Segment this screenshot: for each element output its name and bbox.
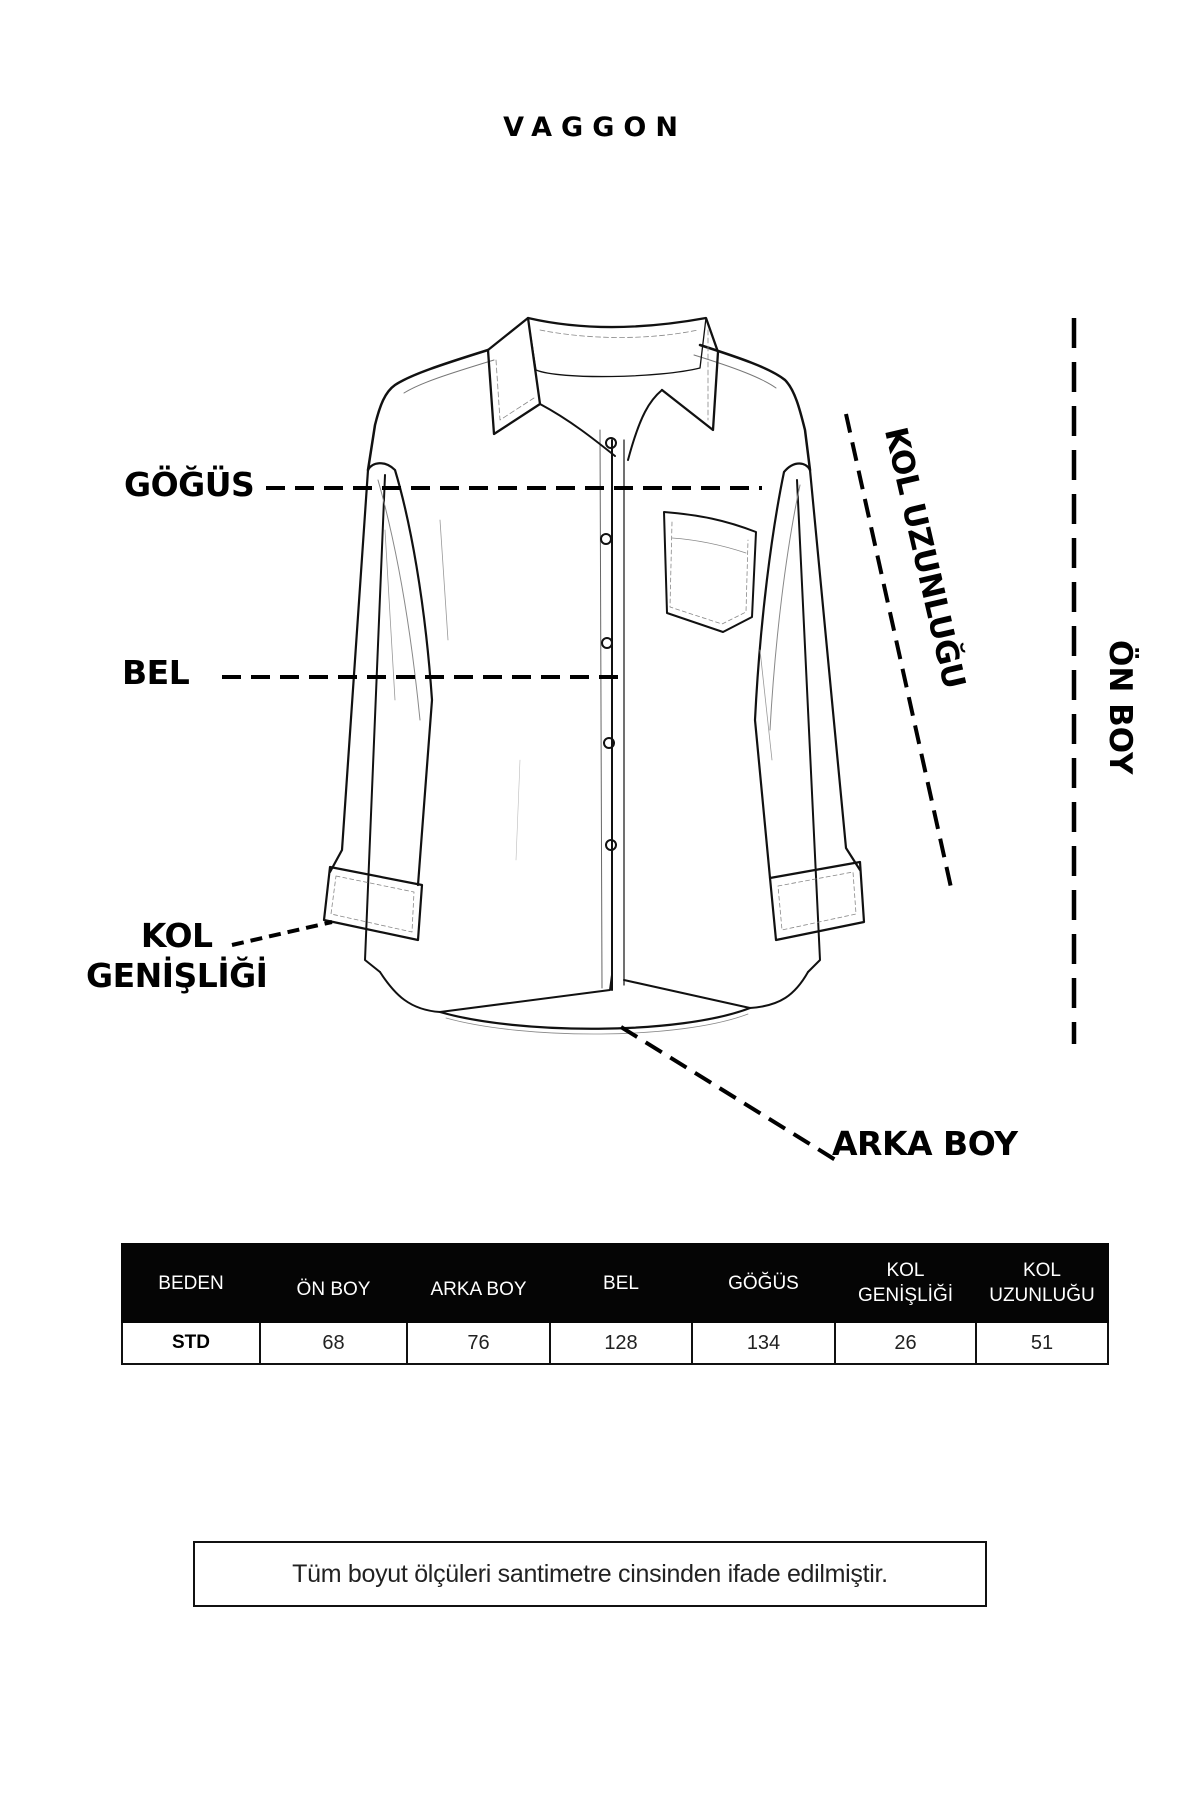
label-kol-genisligi: KOL GENİŞLİĞİ (86, 916, 268, 996)
header-beden: BEDEN (121, 1243, 261, 1323)
label-kol-genisligi-line2: GENİŞLİĞİ (86, 956, 268, 995)
label-gogus: GÖĞÜS (124, 465, 255, 504)
header-on-boy: ÖN BOY (259, 1243, 408, 1323)
shirt-diagram (222, 316, 1077, 1166)
brand-logo: VAGGON (503, 112, 687, 143)
cell-kol-uzunlugu: 51 (975, 1321, 1109, 1365)
cell-kol-genisligi: 26 (834, 1321, 977, 1365)
label-bel: BEL (122, 653, 190, 692)
kol-uzunlugu-measure-line (844, 413, 954, 893)
measurement-lines (222, 318, 1077, 1166)
cell-on-boy: 68 (259, 1321, 408, 1365)
kol-genisligi-measure-line (231, 920, 333, 947)
cell-gogus: 134 (691, 1321, 836, 1365)
cell-arka-boy: 76 (406, 1321, 551, 1365)
label-arka-boy: ARKA BOY (832, 1124, 1018, 1163)
cell-bel: 128 (549, 1321, 693, 1365)
shirt-sketch (322, 316, 866, 1035)
header-gogus: GÖĞÜS (691, 1243, 836, 1323)
units-note: Tüm boyut ölçüleri santimetre cinsinden … (193, 1541, 987, 1607)
label-kol-genisligi-line1: KOL (140, 916, 213, 955)
cell-beden: STD (121, 1321, 261, 1365)
header-bel: BEL (549, 1243, 693, 1323)
label-on-boy: ÖN BOY (1102, 640, 1138, 775)
arka-boy-measure-line (619, 1025, 844, 1166)
table-row: STD 68 76 128 134 26 51 (121, 1321, 1109, 1365)
header-arka-boy: ARKA BOY (406, 1243, 551, 1323)
